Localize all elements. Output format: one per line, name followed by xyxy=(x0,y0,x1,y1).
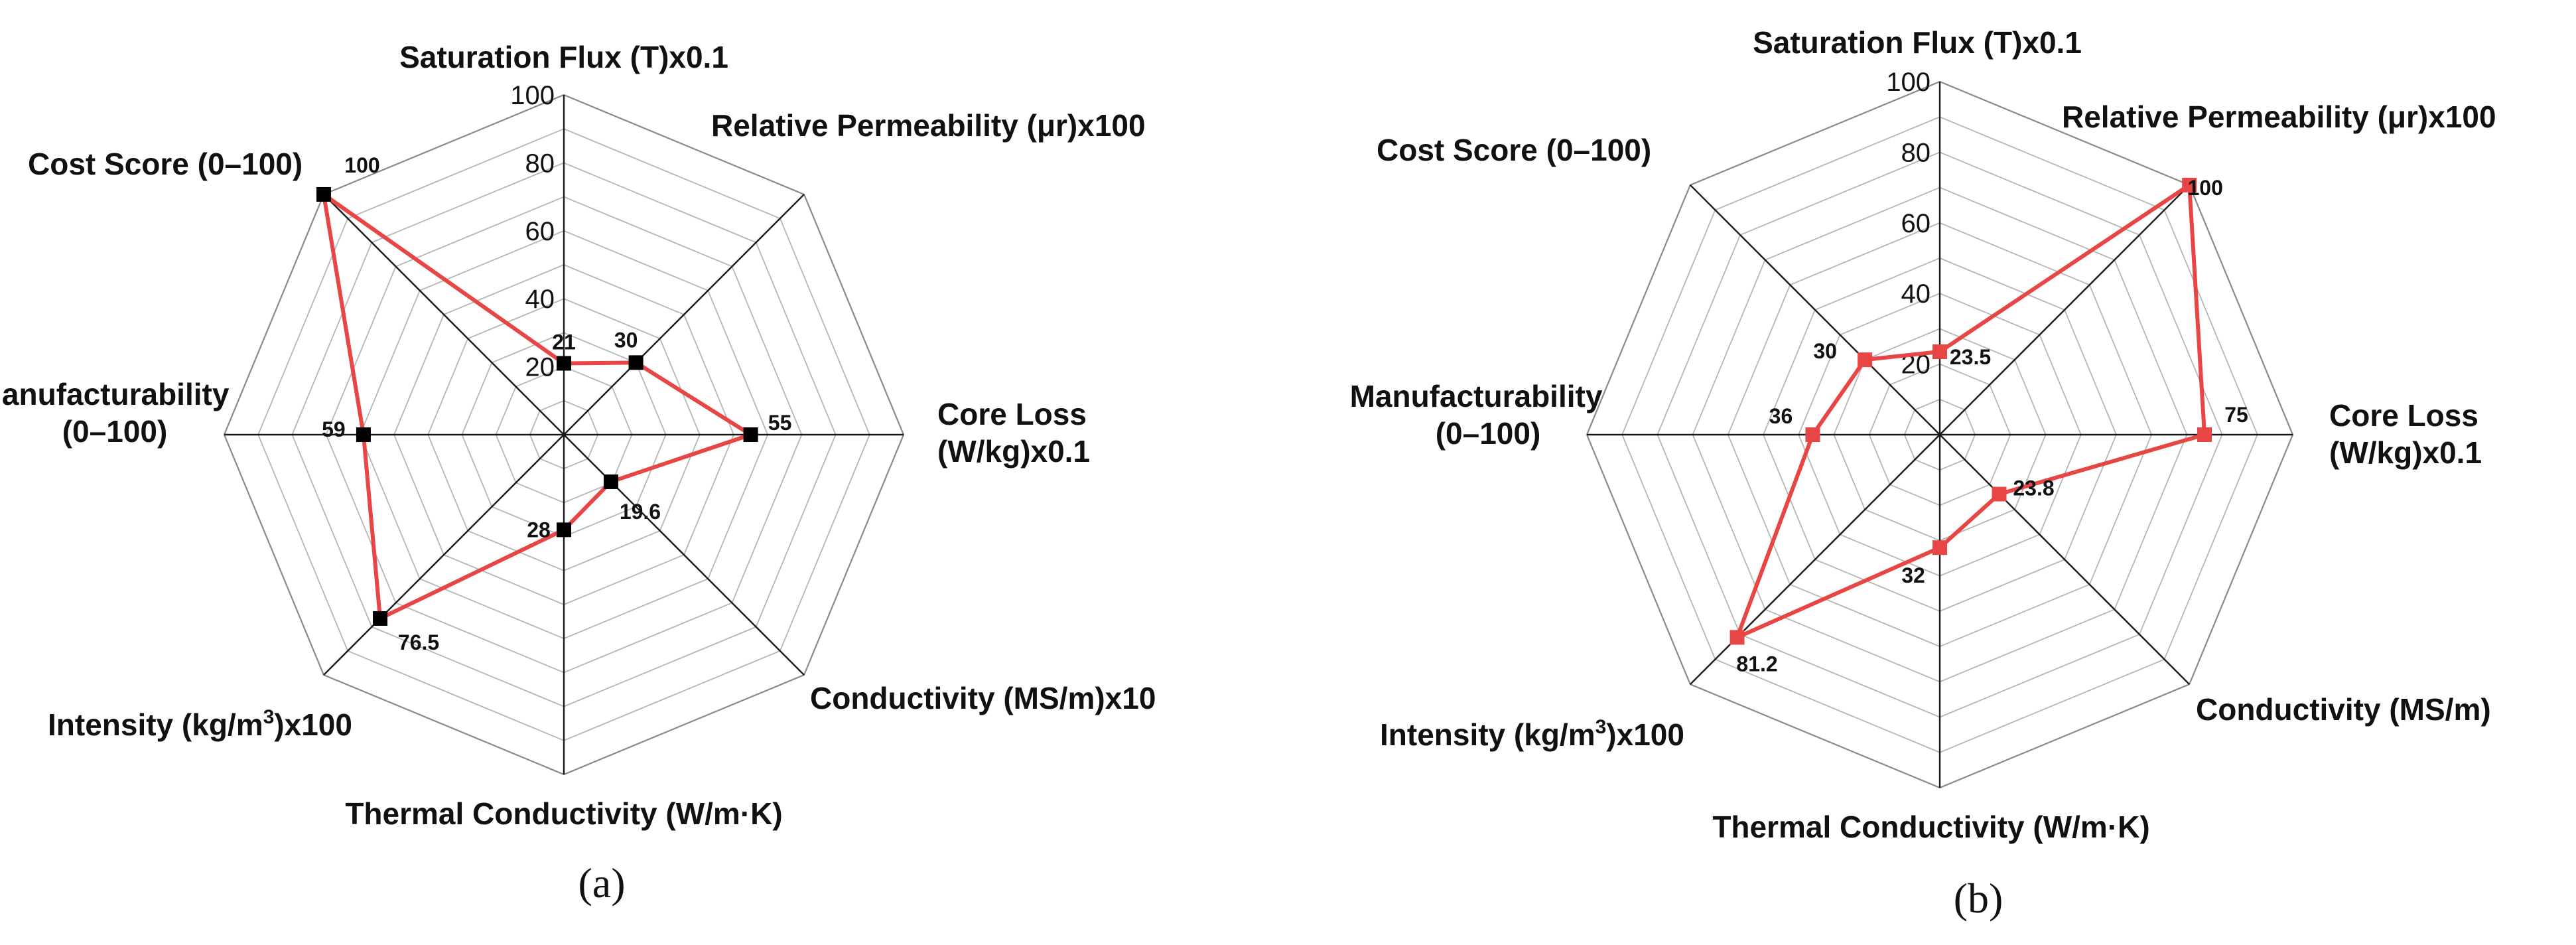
series-1: 23.5 100 75 23.8 32 81.2 36 30 xyxy=(1729,176,2248,676)
radial-tick-40: 40 xyxy=(1901,279,1931,309)
data-label-8: 30 xyxy=(1813,339,1837,363)
axis-label-1: Saturation Flux (T)x0.1 xyxy=(399,40,728,74)
axis-label-2: Relative Permeability (μr)x100 xyxy=(2062,100,2496,134)
data-label-3: 55 xyxy=(768,411,792,435)
data-point-4 xyxy=(603,474,618,489)
axis-label-3: Core Loss(W/kg)x0.1 xyxy=(937,397,1090,469)
data-point-5 xyxy=(557,522,571,538)
data-point-6 xyxy=(373,611,388,626)
data-label-1: 23.5 xyxy=(1950,345,1991,369)
data-label-6: 76.5 xyxy=(398,630,439,654)
axis-label-5: Thermal Conductivity (W/m·K) xyxy=(1712,810,2149,844)
data-point-5 xyxy=(1932,540,1947,555)
data-point-4 xyxy=(1992,486,2007,502)
panel-label: (a) xyxy=(578,859,625,907)
axis-label-7: Manufacturability(0–100) xyxy=(1350,379,1603,451)
axis-label-4: Conductivity (MS/m)x10 xyxy=(810,681,1156,715)
radial-tick-100: 100 xyxy=(510,81,555,110)
radial-tick-labels: 20 40 60 80 100 xyxy=(510,81,555,382)
data-point-3 xyxy=(2197,427,2212,442)
data-label-7: 59 xyxy=(322,417,346,441)
axis-label-6: Intensity (kg/m3)x100 xyxy=(48,706,352,742)
data-label-5: 32 xyxy=(1901,563,1925,587)
series-1: 21 30 55 19.6 28 76.5 59 100 xyxy=(316,153,791,654)
radial-tick-60: 60 xyxy=(1901,209,1931,238)
data-point-3 xyxy=(743,427,758,442)
data-point-2 xyxy=(2182,177,2197,192)
data-label-1: 21 xyxy=(552,330,576,354)
data-label-3: 75 xyxy=(2224,403,2248,427)
axis-label-4: Conductivity (MS/m) xyxy=(2196,692,2491,727)
radial-tick-100: 100 xyxy=(1886,68,1931,97)
axis-label-8: Cost Score (0–100) xyxy=(1377,133,1651,167)
axis-spoke-2 xyxy=(1939,184,2191,435)
axis-spoke-2 xyxy=(563,194,805,435)
data-point-8 xyxy=(316,186,331,202)
data-point-1 xyxy=(1932,344,1947,359)
axis-spoke-6 xyxy=(1689,434,1940,686)
data-point-6 xyxy=(1729,630,1745,645)
data-point-7 xyxy=(1805,427,1820,442)
data-label-2: 30 xyxy=(614,328,638,352)
data-point-7 xyxy=(356,427,371,442)
axis-label-5: Thermal Conductivity (W/m·K) xyxy=(345,796,782,831)
radial-tick-80: 80 xyxy=(1901,138,1931,167)
radial-tick-40: 40 xyxy=(525,285,555,314)
radial-tick-80: 80 xyxy=(525,149,555,178)
axis-label-3: Core Loss(W/kg)x0.1 xyxy=(2329,398,2482,470)
axis-spoke-8 xyxy=(323,194,565,435)
radial-tick-20: 20 xyxy=(525,353,555,382)
axis-label-8: Cost Score (0–100) xyxy=(28,147,303,181)
axis-label-2: Relative Permeability (μr)x100 xyxy=(711,108,1146,143)
axis-label-7: Manufacturability(0–100) xyxy=(0,377,230,449)
data-point-8 xyxy=(1858,352,1873,368)
data-label-5: 28 xyxy=(527,518,551,542)
axis-label-1: Saturation Flux (T)x0.1 xyxy=(1753,25,2082,60)
data-point-1 xyxy=(557,356,571,371)
axis-label-6: Intensity (kg/m3)x100 xyxy=(1380,716,1684,752)
data-label-4: 23.8 xyxy=(2013,476,2054,500)
radial-tick-60: 60 xyxy=(525,217,555,246)
series-line xyxy=(1733,181,2207,642)
data-label-6: 81.2 xyxy=(1736,652,1777,676)
axis-spoke-4 xyxy=(563,434,805,676)
data-label-4: 19.6 xyxy=(620,500,661,524)
data-point-2 xyxy=(628,355,644,370)
axis-spoke-8 xyxy=(1689,184,1940,435)
panel-label: (b) xyxy=(1954,875,2003,922)
data-label-2: 100 xyxy=(2187,176,2222,200)
axis-spoke-4 xyxy=(1939,434,2191,686)
axis-spoke-6 xyxy=(323,434,565,676)
data-label-7: 36 xyxy=(1769,404,1793,428)
data-label-8: 100 xyxy=(344,153,379,177)
